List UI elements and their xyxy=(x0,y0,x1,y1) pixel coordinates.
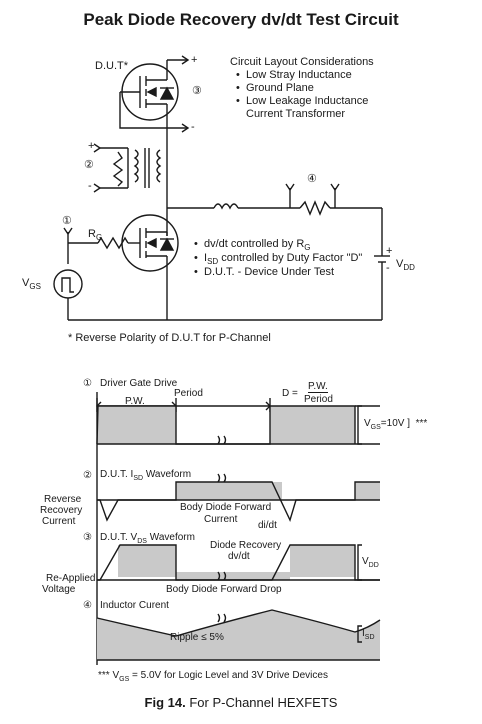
bottom-note: *** VGS = 5.0V for Logic Level and 3V Dr… xyxy=(98,670,328,683)
layout-item: Ground Plane xyxy=(236,82,314,94)
figure-caption: Fig 14. For P-Channel HEXFETS xyxy=(144,695,338,710)
reverse-label: Reverse xyxy=(44,494,82,505)
vgs-level: VGS=10V ] *** xyxy=(364,418,428,431)
layout-title: Circuit Layout Considerations xyxy=(230,56,374,68)
plus-top: + xyxy=(191,54,198,66)
body-diode-drop: Body Diode Forward Drop xyxy=(166,584,282,595)
note-item: ISD controlled by Duty Factor "D" xyxy=(194,252,362,266)
layout-item: Low Stray Inductance xyxy=(236,69,352,81)
rg-label: RG xyxy=(88,228,103,243)
page-title: Peak Diode Recovery dv/dt Test Circuit xyxy=(83,10,399,29)
vgs-label: VGS xyxy=(22,277,41,292)
wave-num-1: ① xyxy=(83,378,92,389)
vdd-plus: + xyxy=(386,245,393,257)
voltage-label: Voltage xyxy=(42,584,76,595)
note-item: D.U.T. - Device Under Test xyxy=(194,266,334,278)
current2-label: Current xyxy=(204,514,238,525)
current-label: Current xyxy=(42,516,76,527)
layout-item-cont: Current Transformer xyxy=(246,108,346,120)
circuit-num-1: ① xyxy=(62,215,72,227)
vdd-bracket-label: VDD xyxy=(362,556,379,569)
d-eq: D = xyxy=(282,388,298,399)
vdd-label: VDD xyxy=(396,258,415,273)
footnote: * Reverse Polarity of D.U.T for P-Channe… xyxy=(68,332,271,344)
minus-top: - xyxy=(191,121,195,133)
w3-title: D.U.T. VDS Waveform xyxy=(100,532,195,545)
w2-title: D.U.T. ISD Waveform xyxy=(100,469,192,482)
body-diode-fwd: Body Diode Forward xyxy=(180,502,272,513)
d-num: P.W. xyxy=(308,381,328,393)
circuit-num-2: ② xyxy=(84,159,94,171)
isd-bracket-label: ISD xyxy=(362,628,375,641)
ct-plus: + xyxy=(88,140,95,152)
recovery-label: Recovery xyxy=(40,505,83,516)
circuit-num-3: ③ xyxy=(192,85,202,97)
note-item: dv/dt controlled by RG xyxy=(194,238,311,252)
layout-item: Low Leakage Inductance xyxy=(236,95,368,107)
diode-recovery: Diode Recovery xyxy=(210,540,282,551)
wave-num-2: ② xyxy=(83,470,92,481)
ripple-label: Ripple ≤ 5% xyxy=(170,632,224,643)
dut-label: D.U.T* xyxy=(95,60,128,72)
wave-num-3: ③ xyxy=(83,532,92,543)
ct-minus: - xyxy=(88,180,92,192)
re-applied: Re-Applied xyxy=(46,573,96,584)
d-den: Period xyxy=(304,394,333,405)
w4-title: Inductor Curent xyxy=(100,600,169,611)
dvdt-label: dv/dt xyxy=(228,551,250,562)
wave-num-4: ④ xyxy=(83,600,92,611)
circuit-num-4: ④ xyxy=(307,173,317,185)
pw-label: P.W. xyxy=(125,396,145,407)
period-label: Period xyxy=(174,388,203,399)
vdd-minus: - xyxy=(386,262,390,274)
didt-label: di/dt xyxy=(258,520,277,531)
w1-title: Driver Gate Drive xyxy=(100,378,178,389)
